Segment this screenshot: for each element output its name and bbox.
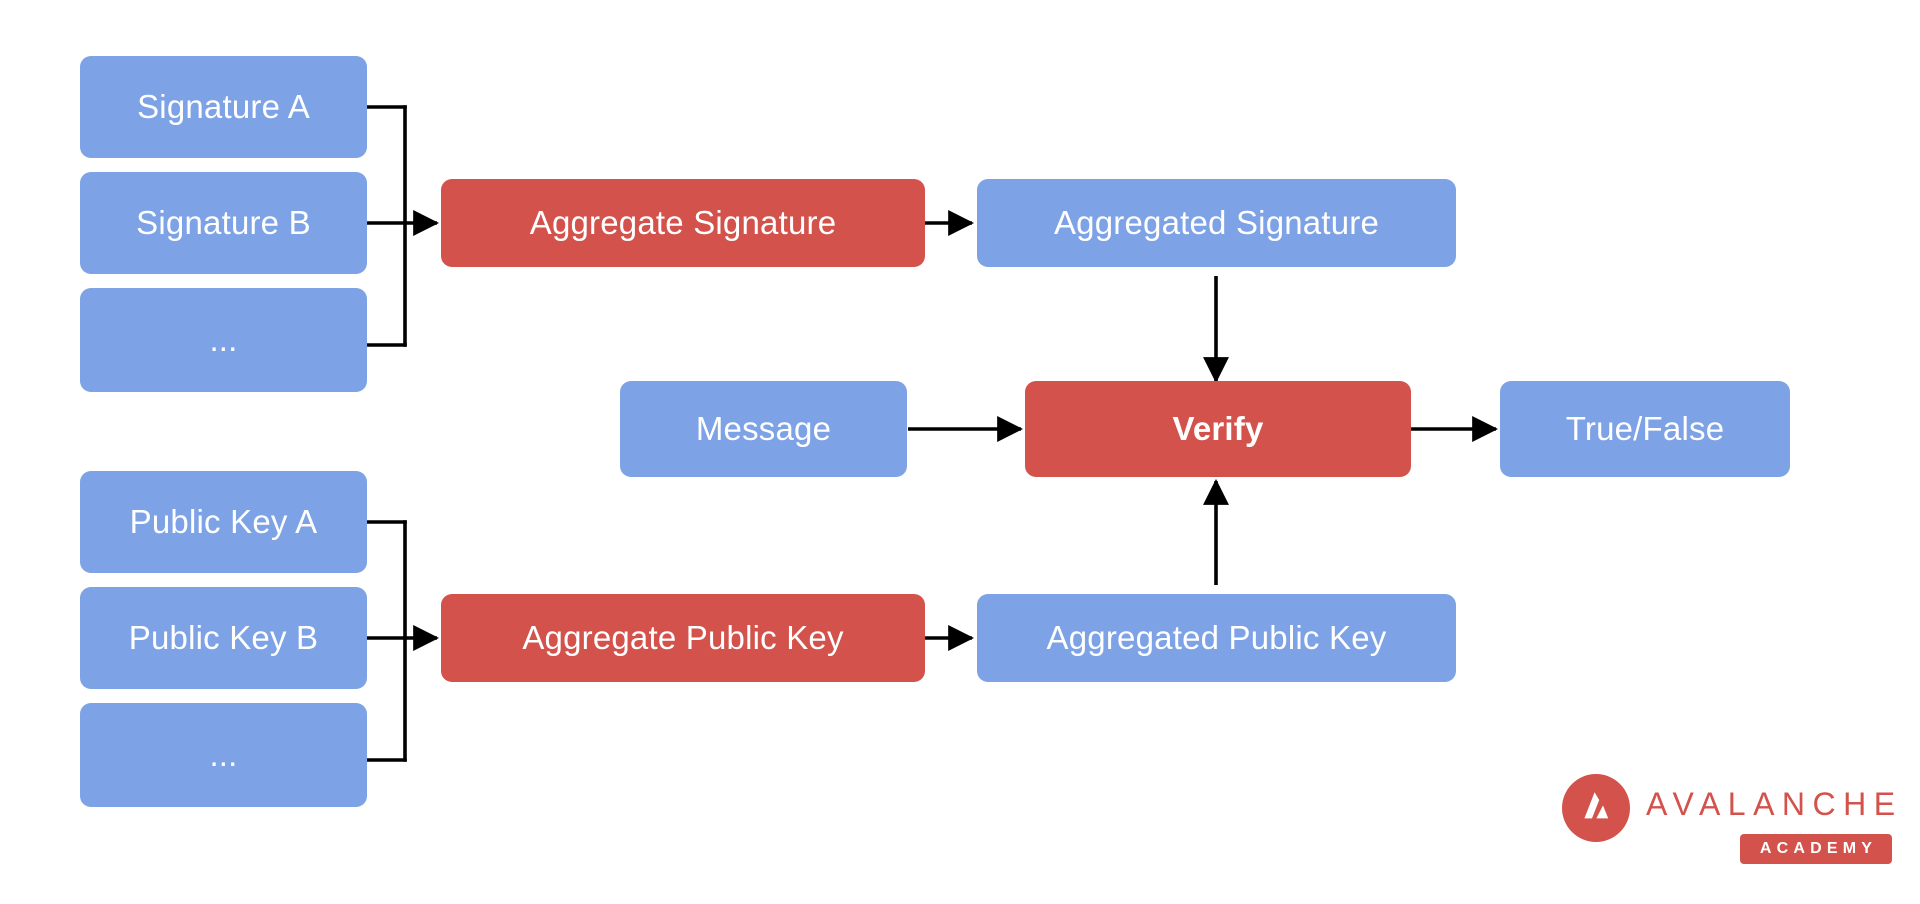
node-public-key-more[interactable]: ... [80, 703, 367, 807]
node-message[interactable]: Message [620, 381, 907, 477]
node-aggregate-signature[interactable]: Aggregate Signature [441, 179, 925, 267]
avalanche-academy-logo: AVALANCHE ACADEMY [1562, 772, 1895, 882]
node-label: ... [209, 735, 238, 773]
logo-wordmark: AVALANCHE [1646, 786, 1903, 822]
node-signature-more[interactable]: ... [80, 288, 367, 392]
node-aggregate-public-key[interactable]: Aggregate Public Key [441, 594, 925, 682]
node-label: Aggregated Signature [1053, 203, 1380, 241]
node-label: Public Key B [128, 618, 319, 656]
node-label: ... [209, 320, 238, 358]
node-true-false[interactable]: True/False [1500, 381, 1790, 477]
node-public-key-a[interactable]: Public Key A [80, 471, 367, 573]
node-label: Message [695, 409, 832, 447]
edge-group-public-key-bus [365, 520, 407, 762]
node-verify[interactable]: Verify [1025, 381, 1411, 477]
node-label: Verify [1172, 409, 1264, 447]
node-aggregated-public-key[interactable]: Aggregated Public Key [977, 594, 1456, 682]
node-signature-b[interactable]: Signature B [80, 172, 367, 274]
node-aggregated-signature[interactable]: Aggregated Signature [977, 179, 1456, 267]
edge-group-signature-bus [365, 105, 407, 347]
node-public-key-b[interactable]: Public Key B [80, 587, 367, 689]
node-label: Aggregated Public Key [1046, 618, 1387, 656]
logo-academy-badge: ACADEMY [1740, 834, 1892, 864]
node-label: Public Key A [129, 502, 318, 540]
node-label: Aggregate Signature [529, 203, 837, 241]
avalanche-triangle-icon [1562, 774, 1630, 842]
node-label: Signature B [136, 203, 311, 241]
node-signature-a[interactable]: Signature A [80, 56, 367, 158]
node-label: True/False [1565, 409, 1725, 447]
node-label: Aggregate Public Key [522, 618, 844, 656]
node-label: Signature A [137, 87, 310, 125]
